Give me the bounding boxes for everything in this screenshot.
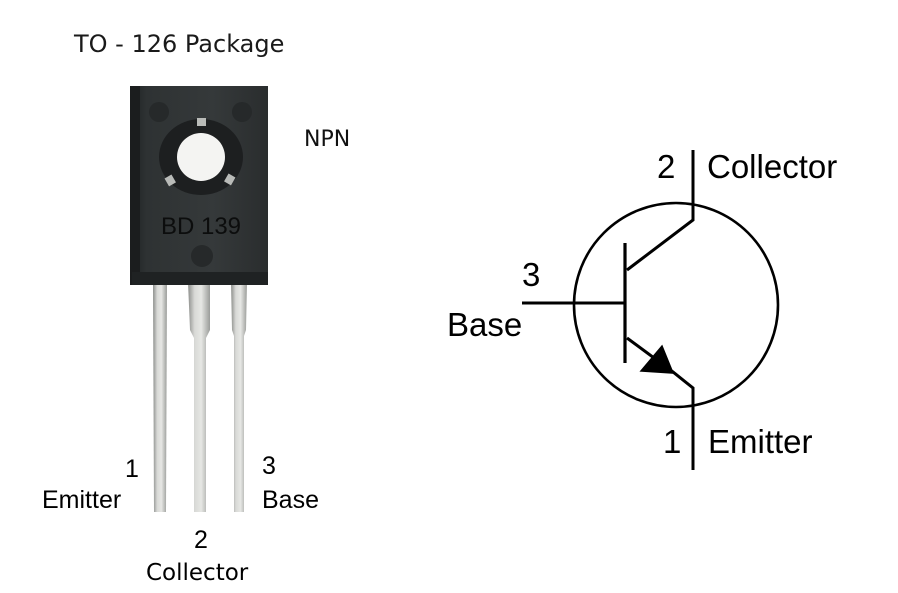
base-pin-name: Base — [447, 306, 523, 343]
body-base-ledge — [132, 272, 268, 285]
transistor-type-label: NPN — [304, 127, 351, 152]
package-pin-3-name: Base — [262, 486, 319, 514]
collector-pin-name: Collector — [707, 148, 838, 185]
lead-base — [231, 282, 247, 512]
package-pin-1-name: Emitter — [42, 486, 122, 514]
base-pin-number: 3 — [522, 256, 541, 293]
lead-emitter — [153, 282, 167, 512]
hole-tab — [224, 173, 236, 186]
collector-pin-number: 2 — [657, 148, 676, 185]
collector-lead-line — [626, 150, 695, 272]
emitter-lead-line — [626, 336, 695, 470]
package-pin-2-number: 2 — [194, 526, 208, 554]
mounting-hole — [177, 133, 225, 181]
package-pin-3-number: 3 — [262, 452, 276, 480]
emitter-arrow-icon — [639, 344, 675, 374]
package-pin-1-number: 1 — [125, 455, 139, 483]
mounting-dot-top-right — [232, 102, 252, 122]
npn-transistor-symbol — [522, 150, 780, 470]
symbol-envelope-circle — [572, 201, 780, 409]
hole-tab — [164, 174, 176, 187]
mounting-dot-top-left — [149, 102, 169, 122]
mounting-dot-bottom — [191, 245, 213, 267]
part-marking: BD 139 — [161, 213, 241, 240]
package-title: TO - 126 Package — [74, 30, 285, 58]
lead-collector — [188, 282, 210, 512]
body-edge — [130, 86, 140, 285]
package-body: BD 139 — [130, 86, 268, 285]
emitter-pin-number: 1 — [663, 423, 682, 460]
hole-tab — [197, 118, 206, 126]
package-leads — [153, 282, 247, 512]
package-pin-2-name: Collector — [146, 560, 249, 586]
emitter-pin-name: Emitter — [708, 423, 813, 460]
